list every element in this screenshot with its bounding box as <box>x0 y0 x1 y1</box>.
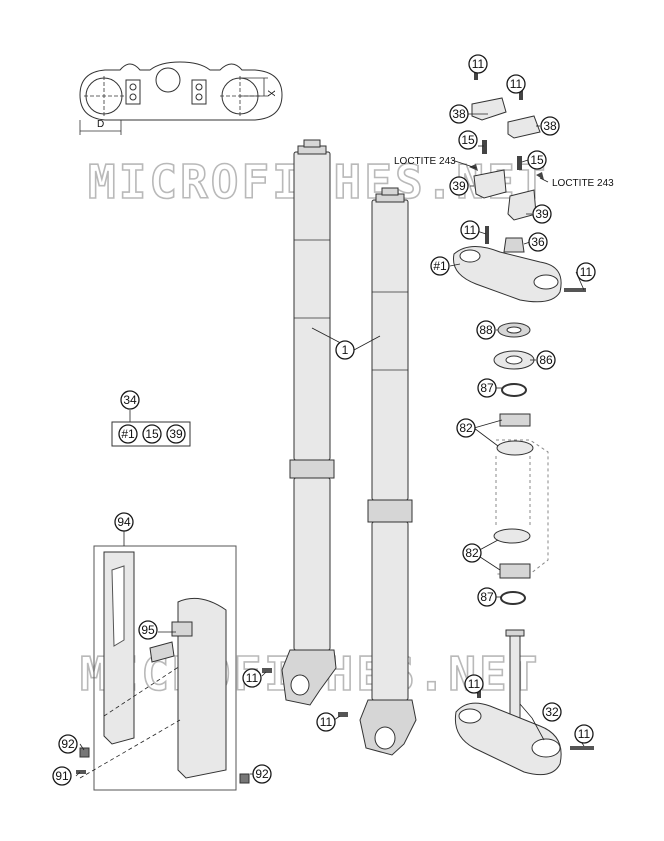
svg-text:11: 11 <box>320 715 333 729</box>
callout-38a[interactable]: 38 <box>449 104 469 124</box>
callout-11c[interactable]: 11 <box>460 220 480 240</box>
svg-text:86: 86 <box>539 353 553 367</box>
callout-1-hash[interactable]: #1 <box>430 256 450 276</box>
callout-11a[interactable]: 11 <box>468 54 488 74</box>
kit-34-items: #1 15 39 <box>118 424 186 444</box>
callout-34[interactable]: 34 <box>120 390 140 410</box>
svg-text:39: 39 <box>452 179 466 193</box>
kit-item-1: #1 <box>121 427 135 441</box>
callout-1[interactable]: 1 <box>335 340 355 360</box>
callout-11b[interactable]: 11 <box>506 74 526 94</box>
svg-text:11: 11 <box>464 223 477 237</box>
callout-11f[interactable]: 11 <box>316 712 336 732</box>
kit-item-39: 39 <box>169 427 183 441</box>
callout-38b[interactable]: 38 <box>540 116 560 136</box>
svg-text:34: 34 <box>123 393 137 407</box>
upper-triple-clamp <box>452 226 586 303</box>
callout-11e[interactable]: 11 <box>242 668 262 688</box>
dimension-x-label: X <box>265 90 276 97</box>
callout-15a[interactable]: 15 <box>458 130 478 150</box>
callout-82a[interactable]: 82 <box>456 418 476 438</box>
svg-text:87: 87 <box>480 590 494 604</box>
callout-11d[interactable]: 11 <box>576 262 596 282</box>
callout-86[interactable]: 86 <box>536 350 556 370</box>
loctite-label-right: LOCTITE 243 <box>552 178 614 189</box>
triple-clamp-dimension-sketch: D X <box>79 61 283 135</box>
bearing-stack <box>493 322 535 456</box>
svg-text:11: 11 <box>510 77 523 91</box>
callout-32[interactable]: 32 <box>542 702 562 722</box>
callout-39a[interactable]: 39 <box>449 176 469 196</box>
dimension-d-label: D <box>97 119 104 130</box>
svg-text:11: 11 <box>472 57 485 71</box>
svg-text:82: 82 <box>465 546 479 560</box>
lower-triple-clamp-stem <box>454 629 594 776</box>
callout-95[interactable]: 95 <box>138 620 158 640</box>
svg-text:15: 15 <box>461 133 475 147</box>
svg-text:11: 11 <box>246 671 259 685</box>
callout-94[interactable]: 94 <box>114 512 134 532</box>
svg-text:38: 38 <box>452 107 466 121</box>
svg-text:88: 88 <box>479 323 493 337</box>
svg-text:38: 38 <box>543 119 557 133</box>
svg-text:1: 1 <box>342 343 349 357</box>
svg-text:39: 39 <box>535 207 549 221</box>
svg-text:11: 11 <box>578 727 591 741</box>
handlebar-clamp-parts <box>469 64 544 221</box>
svg-text:11: 11 <box>580 265 593 279</box>
lower-bearing-stack <box>493 528 531 605</box>
svg-text:82: 82 <box>459 421 473 435</box>
svg-text:87: 87 <box>480 381 494 395</box>
callout-82b[interactable]: 82 <box>462 543 482 563</box>
fork-leg-left <box>281 139 337 706</box>
callout-36[interactable]: 36 <box>528 232 548 252</box>
small-bolts <box>76 668 348 784</box>
svg-text:32: 32 <box>545 705 559 719</box>
svg-text:94: 94 <box>117 515 131 529</box>
kit-item-15: 15 <box>145 427 159 441</box>
callout-11h[interactable]: 11 <box>574 724 594 744</box>
svg-text:92: 92 <box>61 737 75 751</box>
svg-text:36: 36 <box>531 235 545 249</box>
svg-text:91: 91 <box>55 769 69 783</box>
callout-87b[interactable]: 87 <box>477 587 497 607</box>
svg-text:95: 95 <box>141 623 155 637</box>
loctite-label-left: LOCTITE 243 <box>394 156 456 167</box>
svg-text:#1: #1 <box>433 259 447 273</box>
svg-text:92: 92 <box>255 767 269 781</box>
callout-15b[interactable]: 15 <box>527 150 547 170</box>
callout-91[interactable]: 91 <box>52 766 72 786</box>
fork-guard-panel <box>79 545 237 791</box>
callout-92b[interactable]: 92 <box>252 764 272 784</box>
svg-text:11: 11 <box>468 677 481 691</box>
callout-39b[interactable]: 39 <box>532 204 552 224</box>
callout-92a[interactable]: 92 <box>58 734 78 754</box>
callout-11g[interactable]: 11 <box>464 674 484 694</box>
callout-87a[interactable]: 87 <box>477 378 497 398</box>
frame-head-outline <box>495 439 549 575</box>
callout-88[interactable]: 88 <box>476 320 496 340</box>
fork-leg-right <box>359 187 417 756</box>
svg-text:15: 15 <box>530 153 544 167</box>
